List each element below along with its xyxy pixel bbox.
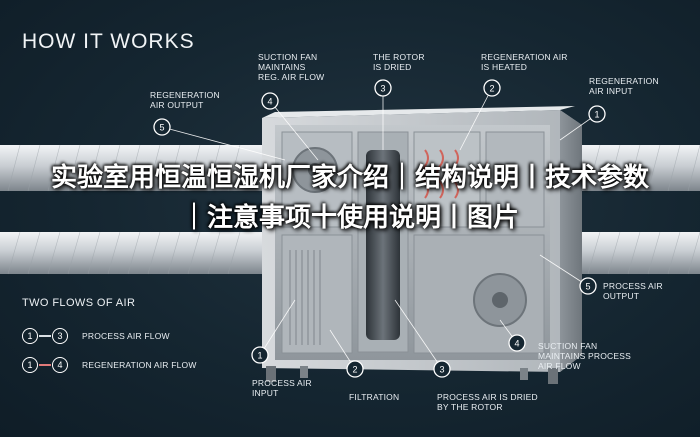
- flow-row-process: 1 3 PROCESS AIR FLOW: [22, 326, 170, 346]
- rotor: [366, 150, 400, 340]
- flow-dash: [39, 335, 51, 337]
- heater: [421, 149, 459, 199]
- flow-badge-from: 1: [22, 328, 38, 344]
- badge-rotor-dried: 3: [380, 84, 385, 94]
- label-process-output-right: PROCESS AIR OUTPUT: [603, 281, 663, 301]
- filter: [289, 250, 321, 345]
- flow-label-process: PROCESS AIR FLOW: [82, 331, 170, 341]
- badge-suction-fan-top: 4: [267, 97, 272, 107]
- page-title: HOW IT WORKS: [22, 30, 195, 53]
- flow-label-regeneration: REGENERATION AIR FLOW: [82, 360, 197, 370]
- label-regen-output-left: REGENERATION AIR OUTPUT: [150, 90, 220, 110]
- label-suction-fan-top: SUCTION FAN MAINTAINS REG. AIR FLOW: [258, 52, 325, 82]
- badge-process-dried: 3: [439, 365, 444, 375]
- interior-cutaway: [275, 125, 550, 360]
- label-regen-heated: REGENERATION AIR IS HEATED: [481, 52, 568, 72]
- flow-row-regeneration: 1 4 REGENERATION AIR FLOW: [22, 355, 197, 375]
- flows-title: TWO FLOWS OF AIR: [22, 297, 136, 309]
- label-process-input: PROCESS AIR INPUT: [252, 378, 312, 398]
- flow-badge-to: 3: [52, 328, 68, 344]
- badge-regen-input: 1: [594, 110, 599, 120]
- badge-process-output-right: 5: [585, 282, 590, 292]
- badge-regen-output-left: 5: [159, 123, 164, 133]
- flow-dash: [39, 364, 51, 366]
- flow-badge-from: 1: [22, 357, 38, 373]
- flow-badge-to: 4: [52, 357, 68, 373]
- badge-suction-fan-process: 4: [514, 339, 519, 349]
- badge-process-input: 1: [257, 351, 262, 361]
- label-process-dried: PROCESS AIR IS DRIED BY THE ROTOR: [437, 392, 538, 412]
- overlay-headline: 实验室用恒温恒湿机厂家介绍｜结构说明丨技术参数｜注意事项十使用说明丨图片: [50, 163, 649, 233]
- badge-filtration: 2: [352, 365, 357, 375]
- callout-badges: [153, 79, 606, 378]
- label-regen-input: REGENERATION AIR INPUT: [589, 76, 659, 96]
- callout-badge-numbers: 5 4 3 2 1 5 4 1 2 3: [159, 84, 599, 375]
- label-suction-fan-process: SUCTION FAN MAINTAINS PROCESS AIR FLOW: [538, 341, 631, 371]
- badge-regen-heated: 2: [489, 84, 494, 94]
- label-filtration: FILTRATION: [349, 392, 400, 402]
- label-rotor-dried: THE ROTOR IS DRIED: [373, 52, 425, 72]
